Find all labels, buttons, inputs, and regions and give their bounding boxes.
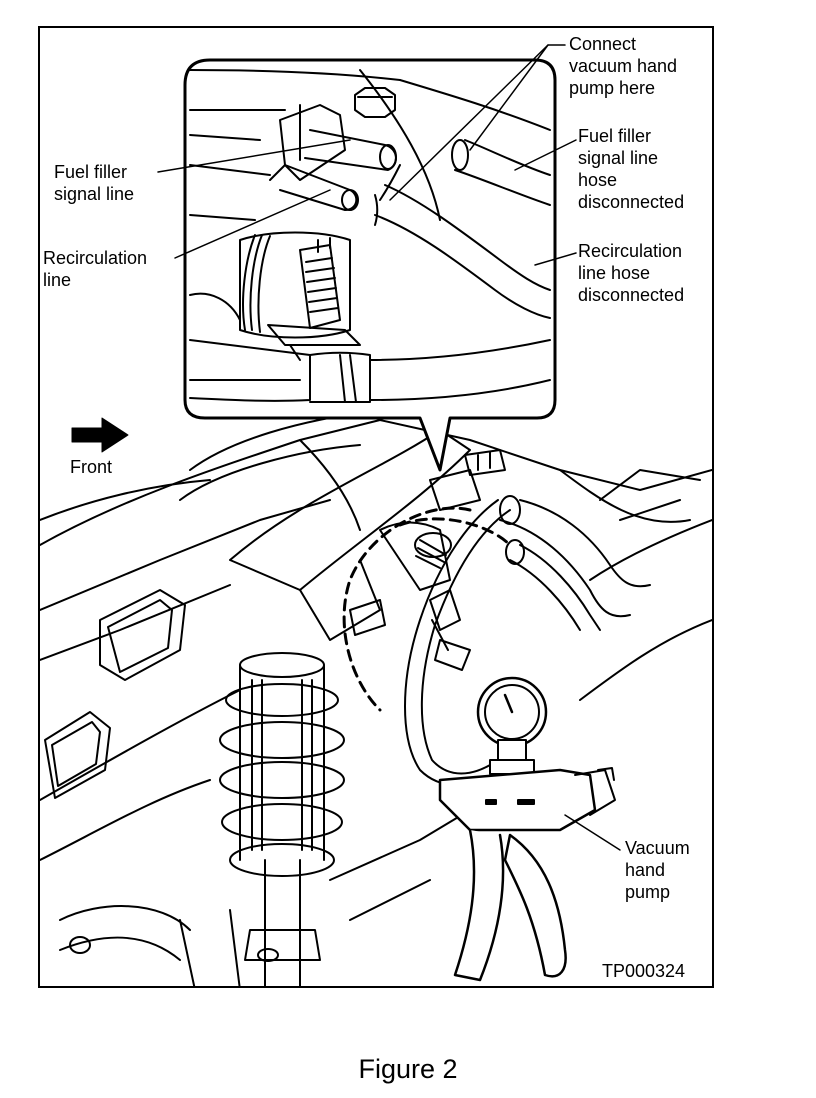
- leader-lines: [157, 44, 621, 851]
- label-connect-pump: Connect vacuum hand pump here: [569, 34, 678, 98]
- label-fuel-filler-signal-line: Fuel filler signal line: [54, 162, 135, 204]
- detail-callout: [183, 58, 557, 472]
- label-fuel-filler-hose-disconnected: Fuel filler signal line hose disconnecte…: [578, 126, 685, 212]
- figure-caption: Figure 2: [358, 1054, 458, 1084]
- label-front: Front: [70, 457, 113, 477]
- label-recirculation-hose-disconnected: Recirculation line hose disconnected: [578, 241, 685, 305]
- coil-spring: [219, 652, 345, 877]
- engine-bay-scene: [40, 409, 712, 986]
- figure-code: TP000324: [602, 961, 686, 981]
- label-vacuum-hand-pump: Vacuum hand pump: [625, 838, 690, 902]
- front-arrow: [71, 417, 129, 453]
- label-recirculation-line: Recirculation line: [43, 248, 148, 290]
- vacuum-hand-pump-drawing: [438, 676, 616, 982]
